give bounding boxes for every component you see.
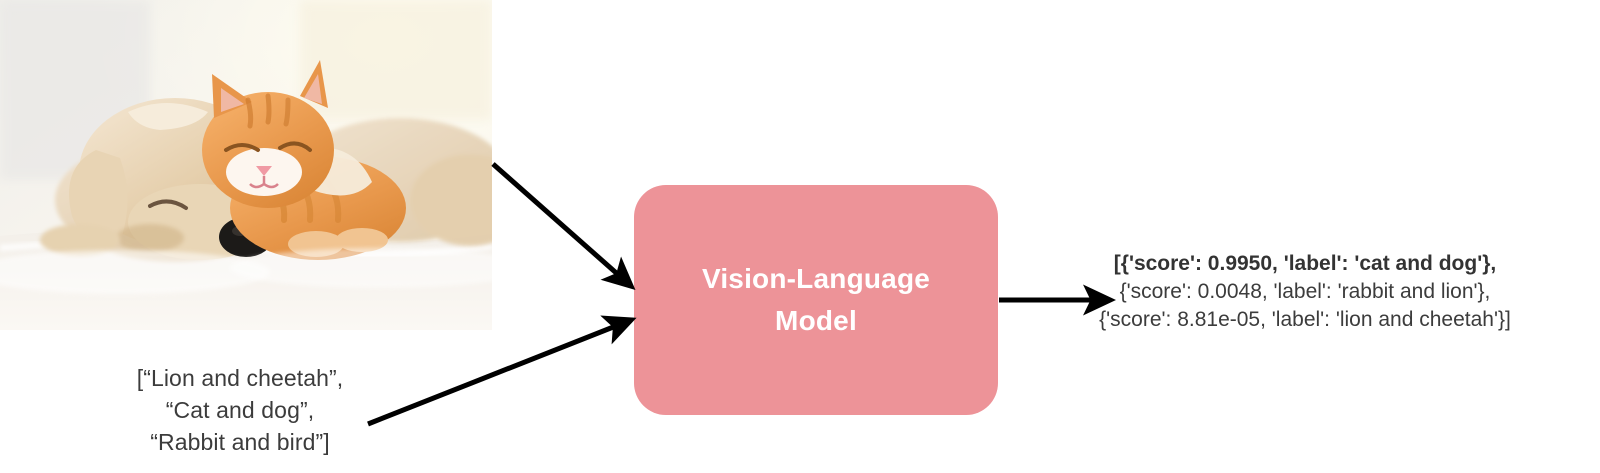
output-line-1: [{'score': 0.9950, 'label': 'cat and dog…	[1113, 252, 1497, 275]
model-name-line-2: Model	[775, 305, 857, 336]
output-line-2: {'score': 0.0048, 'label': 'rabbit and l…	[1119, 280, 1491, 303]
prompt-line-1: [“Lion and cheetah”,	[136, 365, 344, 391]
vision-language-model-box: Vision-Language Model	[634, 185, 998, 415]
prompt-line-3: “Rabbit and bird”]	[150, 429, 330, 455]
output-line-3: {'score': 8.81e-05, 'label': 'lion and c…	[1099, 308, 1511, 331]
prompt-text-block: [“Lion and cheetah”, “Cat and dog”, “Rab…	[60, 362, 420, 458]
model-name-line-1: Vision-Language	[701, 263, 931, 294]
arrow-image-to-model	[491, 162, 636, 290]
output-text-block: [{'score': 0.9950, 'label': 'cat and dog…	[1020, 250, 1590, 334]
model-box-label: Vision-Language Model	[702, 258, 930, 342]
input-image	[0, 0, 492, 330]
prompt-line-2: “Cat and dog”,	[165, 397, 315, 423]
